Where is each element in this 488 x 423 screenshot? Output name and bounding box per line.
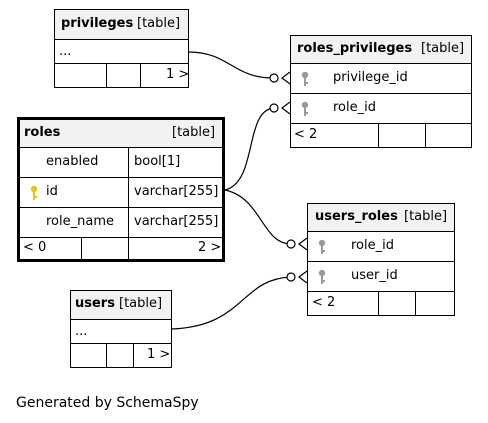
link-users-users-roles: [171, 276, 292, 330]
column-row: id varchar[255]: [20, 178, 222, 208]
footer-divider: [425, 124, 426, 147]
table-footer: 1 >: [71, 344, 171, 367]
foreign-key-icon: [301, 71, 309, 86]
link-roles-roles-privileges: [224, 107, 275, 191]
child-count: 1 >: [166, 67, 190, 82]
roles-table[interactable]: roles [table] enabled bool[1] id varchar…: [17, 117, 225, 262]
table-name: users_roles: [315, 209, 398, 224]
footer-divider: [378, 124, 379, 147]
column-name: enabled: [46, 154, 99, 169]
table-header: privileges [table]: [55, 10, 188, 40]
crowfoot-ur-role-id: [298, 237, 308, 251]
table-kind: [table]: [119, 296, 163, 311]
column-divider: [128, 148, 129, 177]
foreign-key-icon: [301, 101, 309, 116]
footer-divider: [106, 64, 107, 87]
column-name: ...: [75, 324, 88, 339]
footer-divider: [378, 292, 379, 315]
crowfoot-rp-role-id: [281, 101, 291, 115]
column-divider: [128, 178, 129, 207]
column-type: bool[1]: [134, 154, 181, 169]
optional-marker-ur-role-id: [286, 239, 296, 249]
footer-divider: [133, 344, 134, 367]
table-name: roles_privileges: [297, 41, 413, 56]
table-kind: [table]: [404, 209, 448, 224]
table-header: users_roles [table]: [308, 204, 454, 232]
table-kind: [table]: [421, 41, 465, 56]
table-header: roles_privileges [table]: [291, 36, 471, 64]
footer-divider: [106, 344, 107, 367]
child-count: 1 >: [147, 347, 171, 362]
crowfoot-privilege-id: [281, 71, 291, 85]
column-row: role_id: [308, 232, 454, 262]
column-type: varchar[255]: [134, 184, 219, 199]
table-kind: [table]: [172, 125, 216, 140]
table-footer: < 0 2 >: [20, 238, 222, 259]
column-row: role_name varchar[255]: [20, 208, 222, 238]
footer-divider: [140, 64, 141, 87]
optional-marker-user-id: [286, 272, 296, 282]
parent-count: < 2: [312, 295, 336, 310]
users-roles-table[interactable]: users_roles [table] role_id user_id < 2: [307, 203, 455, 316]
table-footer: < 2: [291, 124, 471, 147]
column-type: varchar[255]: [134, 214, 219, 229]
column-row: user_id: [308, 262, 454, 292]
child-count: 2 >: [198, 240, 222, 255]
table-header: roles [table]: [20, 120, 222, 148]
column-name: privilege_id: [333, 70, 408, 85]
table-kind: [table]: [137, 16, 181, 31]
link-privileges-roles-privileges: [187, 51, 275, 79]
column-row: role_id: [291, 94, 471, 124]
parent-count: < 0: [23, 240, 47, 255]
footer-divider: [81, 238, 82, 259]
primary-key-icon: [30, 185, 38, 200]
column-name: role_name: [46, 214, 114, 229]
footer-divider: [415, 292, 416, 315]
column-name: user_id: [351, 268, 398, 283]
column-row: ...: [71, 320, 171, 344]
column-name: id: [46, 184, 58, 199]
foreign-key-icon: [318, 239, 326, 254]
table-name: roles: [24, 125, 61, 140]
table-footer: < 2: [308, 292, 454, 315]
table-footer: 1 >: [55, 64, 190, 87]
column-row: ...: [55, 40, 188, 64]
column-name: role_id: [333, 100, 376, 115]
optional-marker-rp-role-id: [269, 103, 279, 113]
link-roles-users-roles: [224, 189, 292, 245]
column-divider: [128, 208, 129, 237]
privileges-table[interactable]: privileges [table] ... 1 >: [54, 9, 189, 88]
users-table[interactable]: users [table] ... 1 >: [70, 290, 172, 368]
crowfoot-user-id: [298, 270, 308, 284]
column-row: enabled bool[1]: [20, 148, 222, 178]
table-name: users: [75, 296, 115, 311]
column-name: role_id: [351, 238, 394, 253]
column-name: ...: [59, 44, 72, 59]
footer-divider: [128, 238, 129, 259]
generated-by-text: Generated by SchemaSpy: [16, 395, 199, 411]
column-row: privilege_id: [291, 64, 471, 94]
table-header: users [table]: [71, 291, 171, 320]
foreign-key-icon: [318, 269, 326, 284]
optional-marker-privilege-id: [269, 73, 279, 83]
roles-privileges-table[interactable]: roles_privileges [table] privilege_id ro…: [290, 35, 472, 148]
table-name: privileges: [61, 16, 134, 31]
parent-count: < 2: [294, 127, 318, 142]
